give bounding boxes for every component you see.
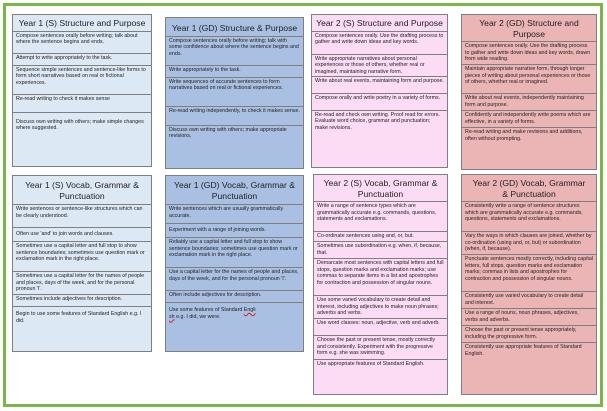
misspelled-word: sh <box>169 313 175 320</box>
list-item: Write about real events, independently m… <box>462 94 596 111</box>
list-item: Discuss own writing with others; make ap… <box>169 126 287 140</box>
list-item: Write appropriately to the task. <box>166 66 303 78</box>
list-item: Use a capital letter for the names of pe… <box>166 268 303 291</box>
list-item: Write about real events, maintaining for… <box>312 77 447 94</box>
list-item: Punctuate sentences mostly correctly, in… <box>462 255 596 292</box>
column-title: Year 1 (S) Structure and Purpose <box>13 15 151 32</box>
list-item: Sometimes use a capital letter and full … <box>13 242 151 272</box>
y2-gd-vocab-column: Year 2 (GD) Vocab, Grammar & Punctuation… <box>461 174 597 395</box>
y1-gd-structure-column: Year 1 (GD) Structure & Purpose Compose … <box>165 17 304 169</box>
list-item: Consistently use varied vocabulary to cr… <box>462 292 596 309</box>
list-item: Co-ordinate sentences using and, or, but… <box>314 232 447 242</box>
list-item: Use word classes: noun, adjective, verb … <box>314 319 447 336</box>
list-item: Sometimes use a capital letter for the n… <box>13 272 151 295</box>
list-item: Consistently write a range of sentence s… <box>462 202 596 232</box>
list-item: Use some varied vocabulary to create det… <box>314 296 447 319</box>
list-item: Consistently use appropriate features of… <box>465 344 582 357</box>
column-title: Year 2 (GD) Structure and Purpose <box>462 15 596 42</box>
list-item: Write sequences of accurate sentences to… <box>166 78 303 107</box>
list-item: Maintain appropriate narrative form, thr… <box>462 65 596 94</box>
list-item: Often use 'and' to join words and clause… <box>13 228 151 242</box>
list-item: Begin to use some features of Standard E… <box>16 311 142 324</box>
list-item: Write sentences or sentence-like structu… <box>13 205 151 228</box>
list-item: Sometimes include adjectives for descrip… <box>13 295 151 307</box>
list-item: Write sentences which are usually gramma… <box>166 205 303 224</box>
list-item: Reliably use a capital letter and full s… <box>166 238 303 268</box>
column-title: Year 2 (S) Structure and Purpose <box>312 15 447 32</box>
last-row-post: e.g. I did, we were. <box>174 313 221 320</box>
list-item: Attempt to write appropriately to the ta… <box>13 54 151 66</box>
list-item: Compose sentences orally. Use the drafti… <box>462 42 596 65</box>
list-item: Compose sentences orally. Use the drafti… <box>312 32 447 55</box>
list-item: Choose the past or present tense, mostly… <box>314 336 447 360</box>
y1-gd-vocab-column: Year 1 (GD) Vocab, Grammar & Punctuation… <box>165 175 304 352</box>
list-item: Often include adjectives for description… <box>166 291 303 303</box>
list-item: Re-read writing and make revisions and a… <box>465 129 583 142</box>
column-title: Year 1 (GD) Vocab, Grammar & Punctuation <box>166 176 303 205</box>
list-item: Demarcate most sentences with capital le… <box>314 259 447 296</box>
y2-gd-structure-column: Year 2 (GD) Structure and Purpose Compos… <box>461 14 597 170</box>
y1-s-vocab-column: Year 1 (S) Vocab, Grammar & Punctuation … <box>12 175 152 352</box>
y2-s-vocab-column: Year 2 (S) Vocab, Grammar & Punctuation … <box>313 174 448 395</box>
list-item: Compose sentences orally before writing;… <box>13 32 151 54</box>
list-item: Use appropriate features of Standard Eng… <box>317 361 425 367</box>
y2-s-structure-column: Year 2 (S) Structure and Purpose Compose… <box>311 14 448 168</box>
list-item: Write a range of sentence types which ar… <box>314 202 447 232</box>
list-item: Discuss own writing with others; make si… <box>16 118 144 132</box>
list-item: Sometimes use subordination e.g. when, i… <box>314 242 447 259</box>
misspelled-word: Engli <box>243 307 256 313</box>
list-item: Use a range of nouns, noun phrases, adje… <box>462 309 596 326</box>
list-item: Re-read writing independently, to check … <box>166 107 303 126</box>
list-item: Use some features of Standard Engli sh e.… <box>166 303 303 351</box>
column-title: Year 1 (S) Vocab, Grammar & Punctuation <box>13 176 151 205</box>
list-item: Choose the past or present tense appropr… <box>462 326 596 343</box>
list-item: Vary the ways in which clauses are joine… <box>462 232 596 255</box>
list-item: Re-read writing to check it makes sense <box>13 95 151 113</box>
column-title: Year 2 (S) Vocab, Grammar & Punctuation <box>314 175 447 202</box>
column-title: Year 2 (GD) Vocab, Grammar & Punctuation <box>462 175 596 202</box>
list-item: Compose orally and write poetry in a var… <box>312 94 447 111</box>
list-item: Sequence simple sentences and sentence-l… <box>13 66 151 95</box>
list-item: Experiment with a range of joining words… <box>166 224 303 238</box>
list-item: Confidently and independently write poem… <box>462 111 596 128</box>
list-item: Compose sentences orally before writing;… <box>166 37 303 66</box>
list-item: Re-read and check own writing. Proof rea… <box>315 111 440 131</box>
list-item: Write appropriate narratives about perso… <box>312 55 447 77</box>
last-row-pre: Use some features of Standard <box>169 307 244 313</box>
column-title: Year 1 (GD) Structure & Purpose <box>166 18 303 37</box>
y1-s-structure-column: Year 1 (S) Structure and Purpose Compose… <box>12 14 152 167</box>
